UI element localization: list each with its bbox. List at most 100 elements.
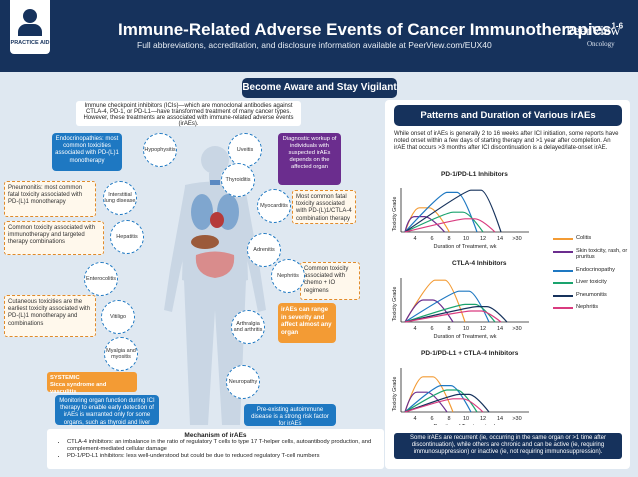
organ-uveitis: Uveitis [228,133,262,167]
x-tick-label: >30 [512,236,521,242]
chemo-io-box: Common toxicity associated with chemo + … [300,262,360,300]
organ-myalgia: Myalgia and myositis [104,337,138,371]
organ-enterocolitis: Enterocolitis [84,262,118,296]
organ-arthralgia: Arthralgia and arthritis [231,310,265,344]
series-line [404,218,496,233]
x-tick-label: 10 [463,236,469,242]
x-tick-label: 12 [480,236,486,242]
legend-item: Liver toxicity [553,279,631,286]
section-title: Become Aware and Stay Vigilant [242,78,397,98]
left-lung-shape [191,194,213,230]
mechanism-title: Mechanism of irAEs [184,432,247,439]
mechanism-item: PD-1/PD-L1 inhibitors: less well-underst… [67,453,374,460]
x-tick-label: 4 [413,326,416,332]
series-line [404,299,454,323]
legend-item: Nephritis [553,304,631,311]
x-tick-label: 6 [430,416,433,422]
series-line [404,385,472,413]
liver-shape [191,235,219,249]
legs-shape [184,280,246,425]
series-line [404,211,484,233]
fatal-combo-box: Most common fatal toxicity associated wi… [292,190,356,224]
series-line [404,290,490,323]
y-axis-label: Toxicity Grade [392,377,398,412]
organ-nephritis: Nephritis [271,259,305,293]
y-axis-label: Toxicity Grade [392,287,398,322]
organ-neuropathy: Neuropathy [226,365,260,399]
x-tick-label: >30 [512,416,521,422]
series-line [404,189,502,233]
series-line [404,306,508,323]
page-subtitle: Full abbreviations, accreditation, and d… [137,40,492,50]
organ-myocarditis: Myocarditis [257,189,291,223]
x-axis-label: Duration of Treatment, wk [434,244,497,250]
brand-logo: PeerView [566,24,621,39]
thyroid-shape [210,180,220,185]
mechanism-box: Mechanism of irAEs CTLA-4 inhibitors: an… [47,429,384,469]
patterns-panel [385,100,630,469]
brand-sub: Oncology [587,40,615,48]
organ-hepatitis: Hepatitis [110,220,144,254]
series-line [404,191,478,233]
intestine-shape [195,251,235,278]
doctor-head-icon [23,9,37,23]
legend-item: Endocrinopathy [553,267,631,274]
head-shape [201,146,229,174]
y-axis-label: Toxicity Grade [392,197,398,232]
x-tick-label: 10 [463,416,469,422]
x-tick-label: 14 [497,326,503,332]
series-line [404,279,466,323]
badge-label: PRACTICE AID [10,40,50,46]
doctor-body-icon [18,24,42,36]
legend-item: Pneumonitis [553,292,631,299]
left-arm-shape [164,187,192,312]
organ-thyroiditis: Thyroiditis [221,163,255,197]
x-tick-label: 4 [413,416,416,422]
common-toxicity-box: Common toxicity associated with immunoth… [4,221,104,255]
mechanism-item: CTLA-4 inhibitors: an imbalance in the r… [67,439,374,453]
heart-shape [210,212,224,228]
organ-ild: Interstitial lung disease [103,181,137,215]
x-tick-label: 4 [413,236,416,242]
chart-title-combo: PD-1/PD-L1 + CTLA-4 Inhibitors [421,350,519,357]
series-line [404,398,484,413]
organ-vitiligo: Vitiligo [101,300,135,334]
endocrinopathies-box: Endocrinopathies: most common toxicities… [52,133,122,171]
monitoring-box: Monitoring organ function during ICI the… [55,395,159,426]
practice-aid-badge: PRACTICE AID [10,0,50,54]
legend-item: Skin toxicity, rash, or pruritus [553,248,631,261]
header-bar: PRACTICE AID Immune-Related Adverse Even… [0,0,638,72]
x-tick-label: 12 [480,326,486,332]
x-axis-label: Duration of Treatment, wk [434,334,497,340]
chart-title-ctla4: CTLA-4 Inhibitors [452,260,507,267]
irae-range-box: irAEs can range in severity and affect a… [278,303,336,343]
patterns-title: Patterns and Duration of Various irAEs [394,105,622,126]
intro-text: Immune checkpoint inhibitors (ICIs)—whic… [76,101,301,127]
x-tick-label: 8 [447,326,450,332]
pneumonitis-box: Pneumonitis: most common fatal toxicity … [4,181,96,217]
organ-hypophysitis: Hypophysitis [143,133,177,167]
neck-shape [209,173,221,183]
x-tick-label: 12 [480,416,486,422]
x-tick-label: >30 [512,326,521,332]
recurrence-note: Some irAEs are recurrent (ie, occurring … [394,433,622,459]
x-tick-label: 6 [430,326,433,332]
x-tick-label: 14 [497,416,503,422]
preexisting-box: Pre-existing autoimmune disease is a str… [244,404,336,427]
patterns-intro: While onset of irAEs is generally 2 to 1… [394,131,619,152]
chart-legend: Colitis Skin toxicity, rash, or pruritus… [553,235,631,317]
x-tick-label: 10 [463,326,469,332]
x-tick-label: 8 [447,416,450,422]
x-tick-label: 6 [430,236,433,242]
x-axis-label: Duration of Treatment, wk [434,424,497,425]
series-line [404,376,454,413]
series-line [404,393,490,413]
diagnostic-box: Diagnostic workup of individuals with su… [278,133,341,185]
legend-item: Colitis [553,235,631,242]
x-tick-label: 14 [497,236,503,242]
human-body-figure [164,146,266,425]
x-tick-label: 8 [447,236,450,242]
page-title: Immune-Related Adverse Events of Cancer … [118,20,624,39]
